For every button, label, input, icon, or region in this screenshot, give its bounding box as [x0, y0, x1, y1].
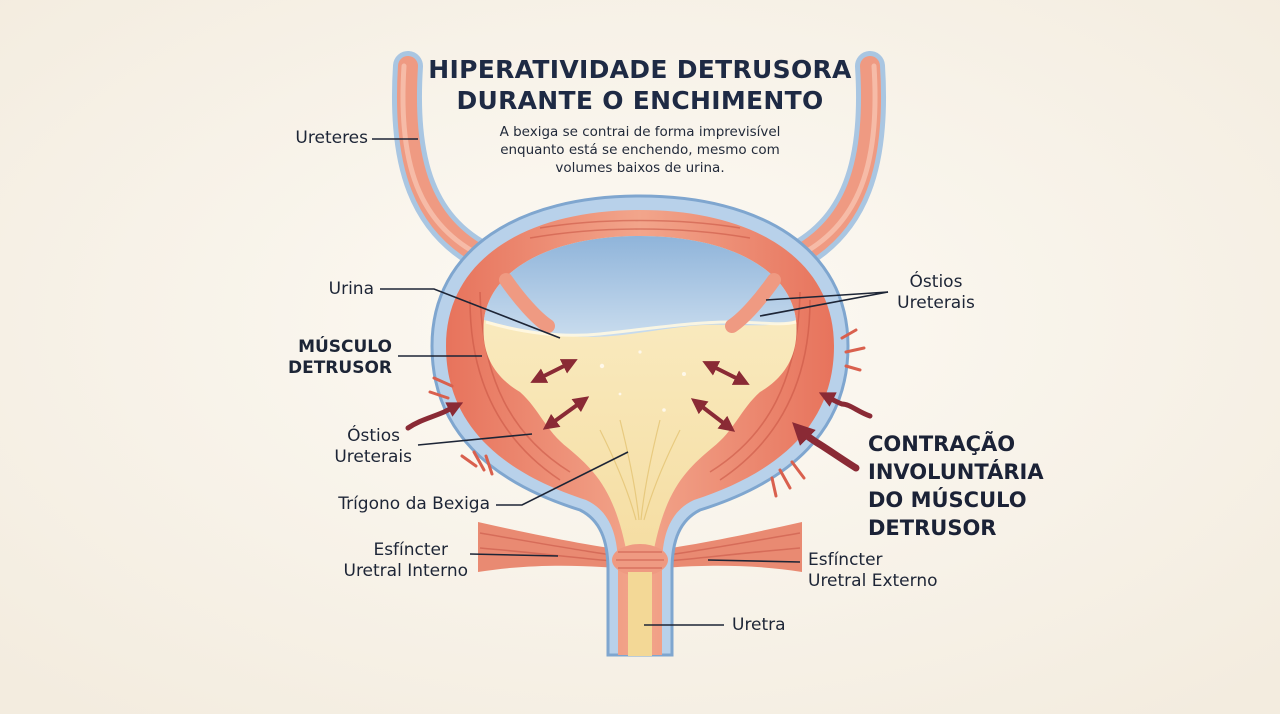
internal-sphincter: [612, 544, 668, 576]
title-line-2: DURANTE O ENCHIMENTO: [456, 86, 824, 115]
label-trigono: Trígono da Bexiga: [338, 494, 490, 514]
muscle-fibers: [469, 219, 811, 481]
label-musculo-line-2: DETRUSOR: [287, 358, 392, 378]
label-ureteres: Ureteres: [295, 128, 368, 148]
label-esf-externo-line-2: Uretral Externo: [808, 571, 938, 591]
ureter-right: [770, 51, 887, 277]
label-esf-interno-line-1: Esfíncter: [373, 540, 448, 560]
label-ostios-right-line-2: Ureterais: [897, 293, 975, 313]
label-ostios-left-line-2: Ureterais: [334, 447, 412, 467]
orifice-left: [499, 273, 555, 333]
subtitle: A bexiga se contrai de forma imprevisíve…: [499, 124, 781, 176]
bladder-cavity: [483, 236, 797, 655]
label-ostios-left-line-1: Óstios: [347, 426, 400, 446]
label-ostios-right: Óstios Ureterais: [886, 272, 986, 314]
callout-line-4: DETRUSOR: [868, 516, 997, 540]
label-esfincter-interno: Esfíncter Uretral Interno: [318, 540, 469, 582]
air-space: [484, 236, 796, 337]
label-esf-externo-line-1: Esfíncter: [808, 550, 883, 570]
label-uretra: Uretra: [732, 615, 786, 635]
label-esf-interno-line-2: Uretral Interno: [343, 561, 469, 581]
trigone-lines: [599, 419, 681, 521]
title-line-1: HIPERATIVIDADE DETRUSORA: [428, 55, 852, 84]
label-urina: Urina: [328, 279, 374, 299]
ureter-left: [391, 51, 510, 277]
leader-lines: [372, 138, 889, 626]
label-musculo-detrusor: MÚSCULO DETRUSOR: [270, 337, 392, 379]
external-contraction-arrows: [405, 392, 873, 472]
label-esfincter-externo: Esfíncter Uretral Externo: [808, 550, 968, 592]
label-musculo-line-1: MÚSCULO: [298, 337, 392, 357]
callout-line-2: INVOLUNTÁRIA: [868, 460, 1044, 484]
callout-involuntary-contraction: CONTRAÇÃO INVOLUNTÁRIA DO MÚSCULO DETRUS…: [868, 430, 1044, 542]
urine-bubbles: [599, 350, 686, 412]
urethra-lumen: [628, 572, 652, 656]
label-ostios-left: Óstios Ureterais: [300, 426, 412, 468]
callout-line-3: DO MÚSCULO: [868, 488, 1027, 512]
tension-strokes: [428, 328, 866, 498]
urine-surface: [485, 320, 797, 337]
label-ostios-right-line-1: Óstios: [909, 272, 963, 292]
orifice-right: [725, 273, 781, 333]
internal-contraction-arrows: [530, 359, 750, 432]
page-title: HIPERATIVIDADE DETRUSORA DURANTE O ENCHI…: [400, 54, 880, 116]
callout-line-1: CONTRAÇÃO: [868, 432, 1016, 456]
